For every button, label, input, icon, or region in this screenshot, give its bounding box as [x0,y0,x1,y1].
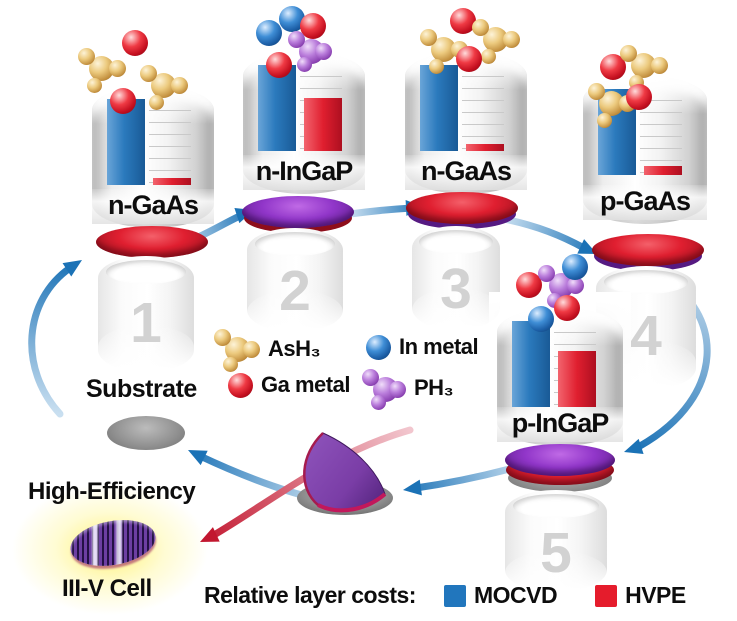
purple-cluster-icon [362,366,406,410]
hvpe-label: HVPE [625,582,686,608]
arrow-station-3-to-4 [500,215,597,254]
gold-cluster-icon [214,326,260,372]
cell-label: III-V Cell [62,575,152,602]
legend-ash3-label: AsH₃ [268,336,321,361]
hvpe-swatch-icon [595,584,618,607]
legend-in-metal: In metal [366,334,479,360]
legend-ash3: AsH₃ [214,326,321,372]
mocvd-label: MOCVD [473,582,558,608]
substrate-label: Substrate [86,375,197,403]
legend-in-label: In metal [399,334,479,359]
arrow-station-1-to-2 [172,207,254,250]
blue-sphere-icon [366,334,391,360]
arrow-station-2-to-3 [346,199,424,218]
substrate-disc [107,416,185,450]
arrow-station-4-to-5 [624,272,711,455]
red-sphere-icon [228,372,253,398]
legend-ga-label: Ga metal [261,372,350,397]
arrow-substrate-to-station-1 [28,260,82,418]
legend-ga-metal: Ga metal [228,372,350,398]
liftoff-film [297,432,393,515]
mocvd-swatch-icon [443,584,466,607]
cost-legend: Relative layer costs: MOCVD HVPE [204,582,686,609]
legend-ph3: PH₃ [362,366,454,410]
legend-ph3-label: PH₃ [414,375,454,400]
arrow-station-5-to-liftoff [403,460,532,496]
cost-legend-title: Relative layer costs: [204,582,416,608]
high-efficiency-label: High-Efficiency [28,478,196,505]
